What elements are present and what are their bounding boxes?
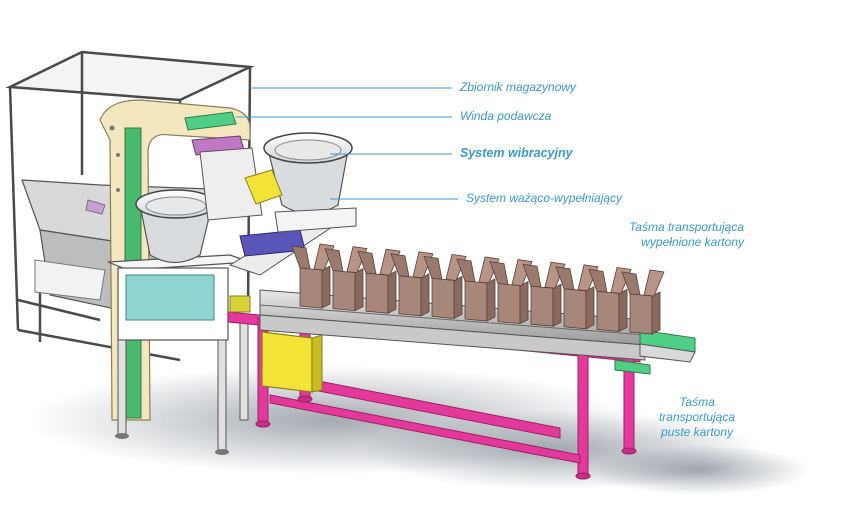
- carton: [357, 248, 401, 314]
- output-belt: [614, 329, 696, 375]
- carton: [555, 264, 599, 330]
- label-feed-elevator: Winda podawcza: [460, 109, 552, 123]
- label-filled-belt-line2: wypełnione kartony: [641, 235, 744, 249]
- label-storage-hopper: Zbiornik magazynowy: [460, 80, 577, 94]
- label-empty-cartons-belt: Taśma transportująca puste kartony: [652, 395, 742, 440]
- carton: [522, 261, 566, 327]
- carton: [456, 256, 500, 322]
- vibratory-bowl-left: [135, 189, 217, 264]
- label-filled-cartons-belt: Taśma transportująca wypełnione kartony: [629, 220, 744, 250]
- carton: [621, 269, 665, 335]
- label-filled-belt-line1: Taśma transportująca: [629, 220, 744, 234]
- label-empty-belt-line3: puste kartony: [660, 425, 734, 439]
- carton: [588, 266, 632, 333]
- floor-shadow: [30, 365, 810, 495]
- label-empty-belt-line2: transportująca: [658, 410, 736, 424]
- label-empty-belt-line1: Taśma: [679, 395, 715, 409]
- label-weighing-system: System ważąco-wypełniający: [466, 191, 623, 205]
- label-vibratory-system: System wibracyjny: [460, 146, 573, 160]
- cartons: [291, 243, 665, 335]
- carton: [489, 259, 533, 325]
- carton: [390, 251, 434, 317]
- carton: [324, 246, 368, 312]
- electrical-box: [229, 295, 323, 393]
- weighing-heads: [191, 135, 357, 257]
- vibratory-bowl-right: [263, 132, 353, 215]
